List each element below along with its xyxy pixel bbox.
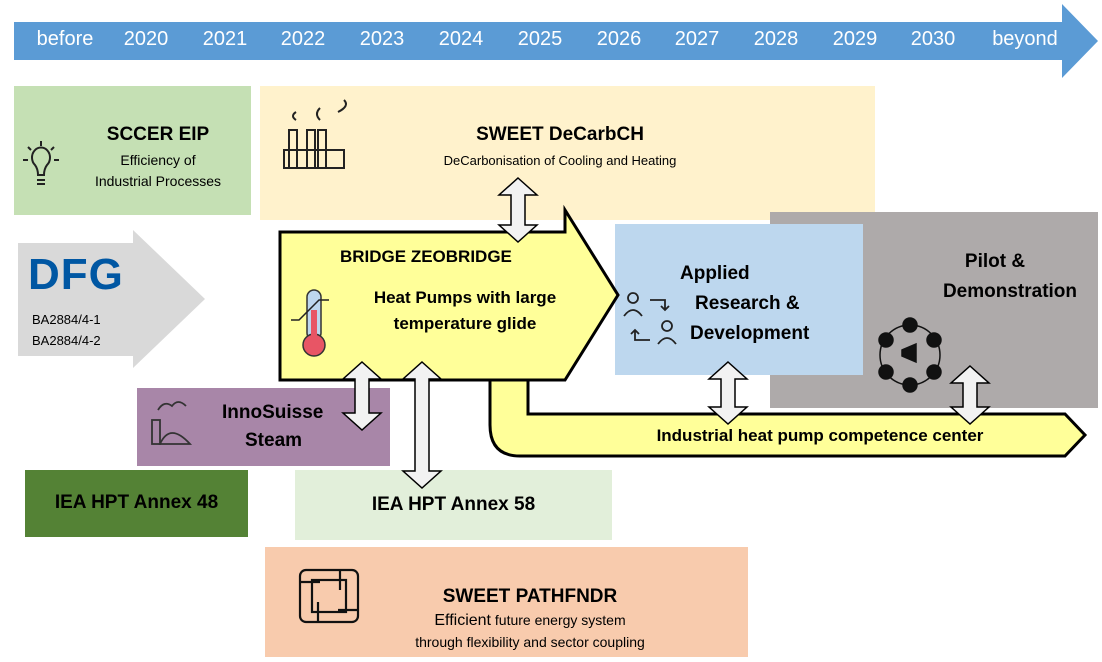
- timeline-label: 2027: [674, 28, 720, 50]
- timeline-label: 2021: [202, 28, 248, 50]
- joined-hands-icon: [298, 568, 360, 624]
- network-people-icon: [878, 317, 942, 393]
- dfg-logo: DFG: [28, 250, 124, 299]
- applied-line3: Development: [690, 323, 810, 344]
- decarb-subtitle: DeCarbonisation of Cooling and Heating: [443, 153, 677, 168]
- annex48-label: IEA HPT Annex 48: [54, 492, 219, 513]
- annex58-label: IEA HPT Annex 58: [371, 494, 536, 515]
- double-arrow-bridge-annex58: [401, 360, 443, 490]
- pathfndr-title: SWEET PATHFNDR: [442, 586, 618, 607]
- timeline-label: 2029: [832, 28, 878, 50]
- annex58-box: [295, 470, 612, 540]
- double-arrow-applied-competence: [707, 360, 749, 426]
- innosuisse-line1: InnoSuisse: [222, 402, 324, 423]
- timeline-arrow: [14, 4, 1098, 78]
- double-arrow-decarb-bridge: [497, 176, 539, 244]
- decarb-title: SWEET DeCarbCH: [476, 124, 644, 145]
- timeline-label: 2020: [123, 28, 169, 50]
- innosuisse-line2: Steam: [245, 430, 303, 451]
- pathfndr-line1-emph: Efficient: [434, 612, 491, 629]
- factory-icon: [283, 99, 347, 169]
- pilot-line2: Demonstration: [942, 281, 1078, 302]
- applied-line2: Research &: [695, 293, 800, 314]
- annex48-box: [25, 470, 248, 537]
- timeline-label: 2030: [910, 28, 956, 50]
- applied-line1: Applied: [680, 263, 750, 284]
- dfg-grant-2: BA2884/4-2: [32, 333, 101, 348]
- dfg-arrow: [18, 230, 205, 368]
- timeline-label: 2025: [517, 28, 563, 50]
- bridge-line2: temperature glide: [393, 314, 537, 333]
- sccer-title: SCCER EIP: [106, 124, 210, 145]
- timeline-label: before: [36, 28, 94, 50]
- pilot-line1: Pilot &: [964, 251, 1026, 272]
- timeline-label: 2026: [596, 28, 642, 50]
- pathfndr-line1: Efficient future energy system: [380, 612, 680, 630]
- sccer-eip-box: [14, 86, 251, 215]
- timeline-label: 2023: [359, 28, 405, 50]
- double-arrow-bridge-innosuisse: [341, 360, 383, 432]
- timeline-label: 2022: [280, 28, 326, 50]
- pathfndr-line1-rest: future energy system: [491, 612, 626, 628]
- innosuisse-box: [137, 388, 390, 466]
- sccer-line2: Industrial Processes: [94, 173, 222, 189]
- timeline-label: beyond: [992, 28, 1058, 50]
- people-exchange-icon: [623, 292, 677, 345]
- pathfndr-line2: through flexibility and sector coupling: [415, 634, 645, 650]
- bridge-line1: Heat Pumps with large: [373, 288, 557, 307]
- competence-center-label: Industrial heat pump competence center: [656, 426, 984, 445]
- factory-steam-icon: [151, 401, 193, 445]
- timeline-label: 2028: [753, 28, 799, 50]
- sweet-decarbch-box: [260, 86, 875, 220]
- bridge-title: BRIDGE ZEOBRIDGE: [340, 247, 512, 266]
- thermometer-icon: [291, 289, 329, 357]
- double-arrow-pilot-competence: [949, 364, 991, 426]
- sccer-line1: Efficiency of: [120, 152, 196, 168]
- bridge-arrow: [278, 204, 620, 382]
- timeline-label: 2024: [438, 28, 484, 50]
- lightbulb-icon: [23, 141, 59, 185]
- dfg-grant-1: BA2884/4-1: [32, 312, 101, 327]
